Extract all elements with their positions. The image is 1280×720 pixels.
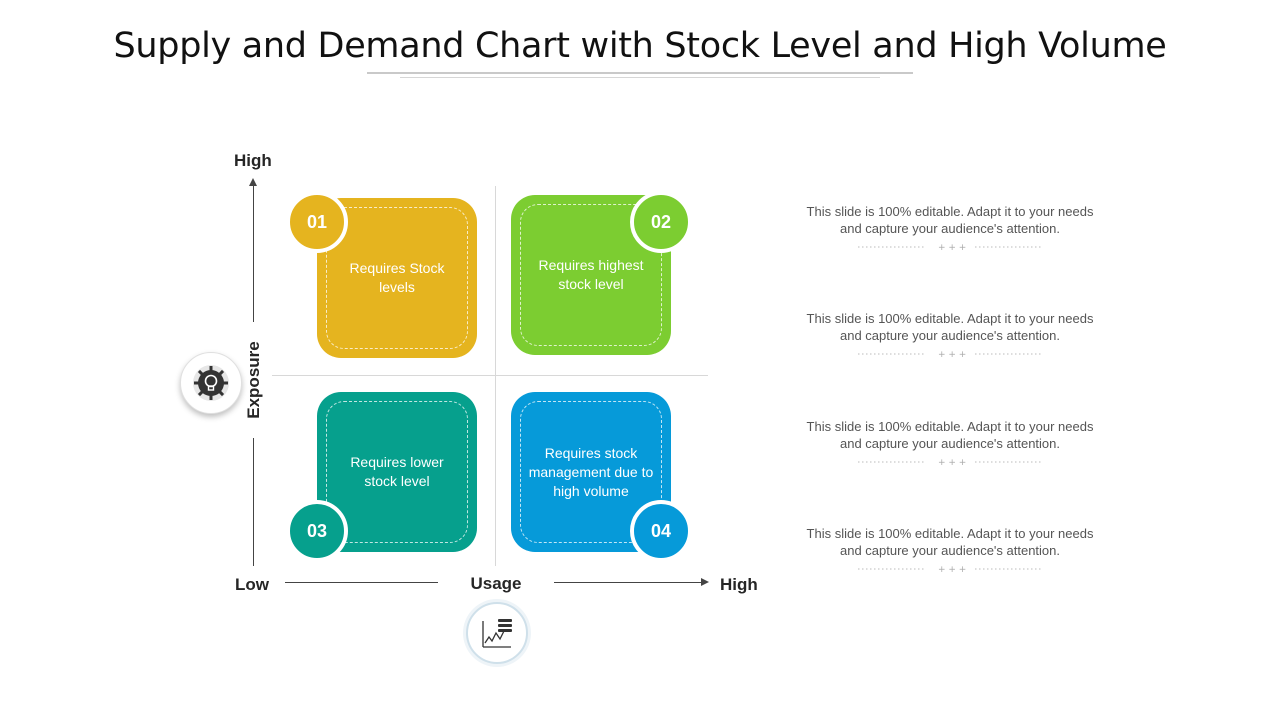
y-axis-line-upper — [253, 184, 254, 322]
description-1: This slide is 100% editable. Adapt it to… — [806, 204, 1094, 236]
y-axis-high-label: High — [234, 151, 272, 170]
quadrant-text-01: Requires Stock levels — [326, 207, 468, 349]
svg-text:+ + +: + + + — [938, 565, 966, 574]
quadrant-text-04: Requires stock management due to high vo… — [520, 401, 662, 543]
quadrant-box-03: Requires lower stock level — [317, 392, 477, 552]
x-axis-line-left — [285, 582, 438, 583]
x-axis-line-right — [554, 582, 704, 583]
svg-text:+ + +: + + + — [938, 243, 966, 252]
description-divider-1: + + + — [858, 243, 1043, 252]
slide-title: Supply and Demand Chart with Stock Level… — [113, 26, 1167, 66]
title-underline — [367, 72, 913, 74]
y-axis-label: Exposure — [244, 341, 263, 419]
quadrant-number-01: 01 — [286, 191, 348, 253]
chart-list-icon — [482, 619, 512, 648]
quadrant-divider-horizontal — [272, 375, 708, 376]
description-divider-2: + + + — [858, 350, 1043, 359]
quadrant-text-03: Requires lower stock level — [326, 401, 468, 543]
description-4: This slide is 100% editable. Adapt it to… — [806, 526, 1094, 558]
description-3: This slide is 100% editable. Adapt it to… — [806, 419, 1094, 451]
title-underline-secondary — [400, 77, 880, 78]
description-divider-3: + + + — [858, 458, 1043, 467]
quadrant-text-02: Requires highest stock level — [520, 204, 662, 346]
gear-bulb-icon — [193, 365, 229, 401]
x-axis-label: Usage — [470, 574, 522, 593]
x-axis-low-label: Low — [235, 575, 269, 594]
description-2: This slide is 100% editable. Adapt it to… — [806, 311, 1094, 343]
x-axis-arrow — [701, 578, 709, 586]
description-divider-4: + + + — [858, 565, 1043, 574]
exposure-icon-badge — [180, 352, 242, 414]
quadrant-number-03: 03 — [286, 500, 348, 562]
usage-icon-badge — [466, 602, 528, 664]
y-axis-arrow — [249, 178, 257, 186]
quadrant-number-02: 02 — [630, 191, 692, 253]
y-axis-line-lower — [253, 438, 254, 566]
x-axis-high-label: High — [720, 575, 758, 594]
svg-text:+ + +: + + + — [938, 350, 966, 359]
quadrant-number-04: 04 — [630, 500, 692, 562]
quadrant-divider-vertical — [495, 186, 496, 566]
svg-text:+ + +: + + + — [938, 458, 966, 467]
